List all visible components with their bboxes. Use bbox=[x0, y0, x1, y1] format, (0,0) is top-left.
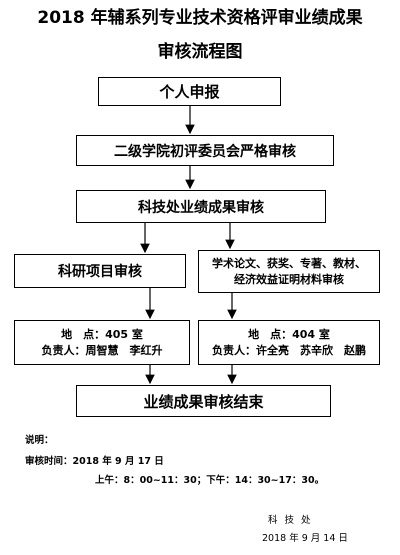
papers-awards-line1: 学术论文、获奖、专著、教材、 bbox=[212, 256, 366, 270]
location-405-text: 地 点：405 室 bbox=[61, 327, 143, 341]
step-papers-awards-review: 学术论文、获奖、专著、教材、 经济效益证明材料审核 bbox=[198, 250, 380, 293]
step-research-project-review: 科研项目审核 bbox=[14, 254, 186, 288]
person-in-charge-405: 负责人：周智慧 李红升 bbox=[41, 343, 163, 357]
notes-heading: 说明： bbox=[25, 435, 54, 446]
person-in-charge-404: 负责人：许全亮 苏辛欣 赵鹏 bbox=[212, 343, 366, 357]
review-hours: 上午：8：00~11：30；下午：14：30~17：30。 bbox=[95, 475, 325, 486]
papers-awards-line2: 经济效益证明材料审核 bbox=[234, 272, 344, 286]
step-review-complete: 业绩成果审核结束 bbox=[76, 385, 331, 417]
step-college-review: 二级学院初评委员会严格审核 bbox=[76, 135, 334, 166]
step-tech-office-review: 科技处业绩成果审核 bbox=[76, 190, 326, 223]
issue-date: 2018 年 9 月 14 日 bbox=[262, 533, 348, 544]
issuing-office: 科 技 处 bbox=[268, 515, 313, 526]
location-room-404: 地 点：404 室 负责人：许全亮 苏辛欣 赵鹏 bbox=[198, 320, 380, 365]
page-subtitle: 审核流程图 bbox=[157, 42, 243, 62]
location-room-405: 地 点：405 室 负责人：周智慧 李红升 bbox=[14, 320, 190, 365]
step-personal-application: 个人申报 bbox=[98, 77, 281, 106]
page-title: 2018 年辅系列专业技术资格评审业绩成果 bbox=[37, 8, 363, 28]
review-time: 审核时间：2018 年 9 月 17 日 bbox=[25, 456, 164, 467]
location-404-text: 地 点：404 室 bbox=[248, 327, 330, 341]
